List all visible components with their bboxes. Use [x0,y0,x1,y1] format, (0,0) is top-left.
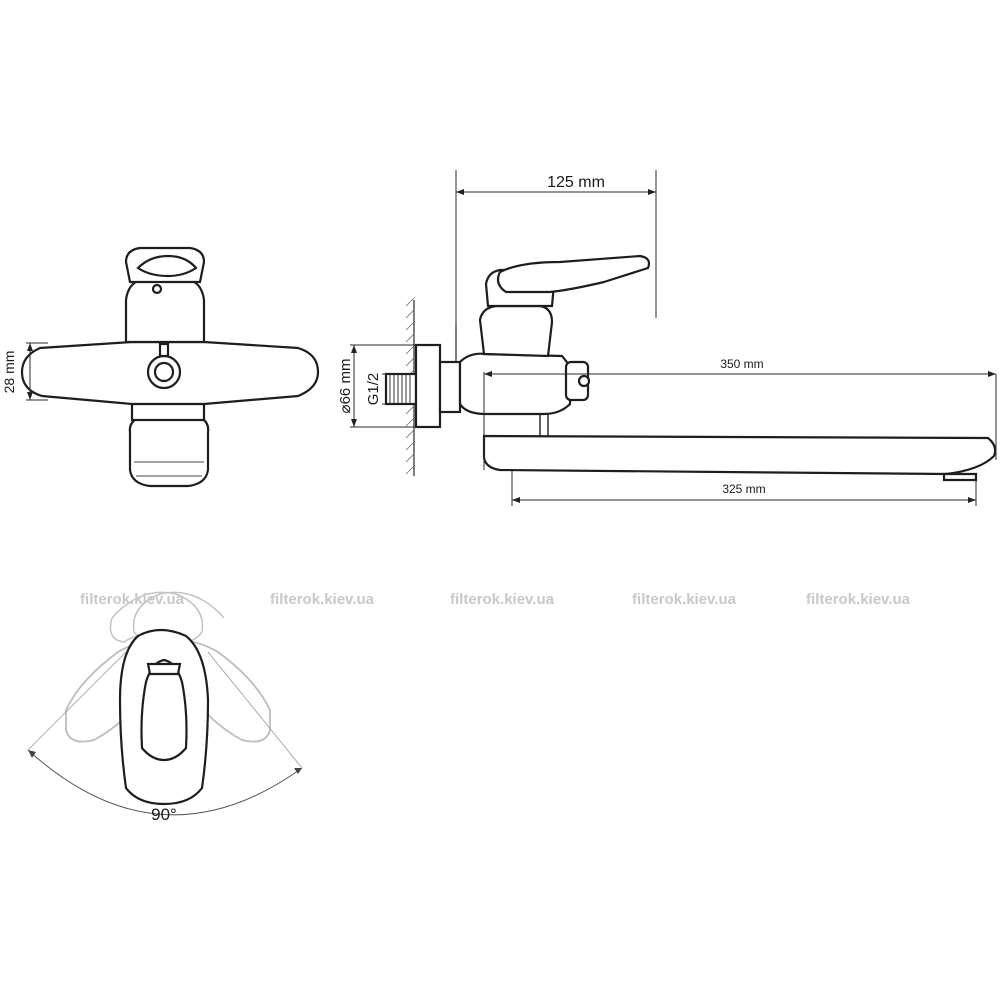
watermark-text: filterok.kiev.ua [450,591,555,608]
dim-125mm: 125 mm [455,170,657,324]
dim-350mm: 350 mm [483,357,997,470]
dim-label-350mm: 350 mm [720,357,763,371]
dim-label-thread: G1/2 [365,373,382,406]
watermark-text: filterok.kiev.ua [632,591,737,608]
dim-325mm: 325 mm [511,470,977,506]
dim-label-66mm: ⌀66 mm [337,359,354,414]
watermark-text: filterok.kiev.ua [80,591,185,608]
dim-label-125mm: 125 mm [547,174,605,191]
dim-28mm: 28 mm [1,342,48,401]
dim-label-angle: 90° [151,805,177,824]
dim-66mm: ⌀66 mm G1/2 [337,344,416,428]
front-view [20,246,320,488]
watermark-text: filterok.kiev.ua [806,591,911,608]
watermark-row: filterok.kiev.ua filterok.kiev.ua filter… [80,591,911,608]
side-view [384,254,997,482]
watermark-text: filterok.kiev.ua [270,591,375,608]
dim-label-28mm: 28 mm [1,351,17,394]
top-view: 90° [27,591,303,824]
dim-label-325mm: 325 mm [722,482,765,496]
